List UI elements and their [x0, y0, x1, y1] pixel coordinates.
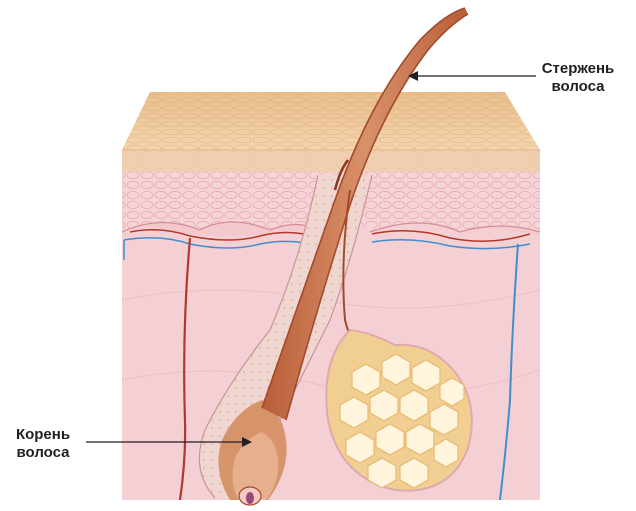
- label-hair-shaft-line1: Стержень: [530, 60, 626, 78]
- label-hair-root: Корень волоса: [2, 426, 84, 462]
- label-hair-shaft: Стержень волоса: [530, 60, 626, 96]
- label-hair-root-line1: Корень: [2, 426, 84, 444]
- stratum-corneum: [122, 92, 540, 172]
- label-hair-root-line2: волоса: [2, 444, 84, 462]
- label-hair-shaft-line2: волоса: [530, 78, 626, 96]
